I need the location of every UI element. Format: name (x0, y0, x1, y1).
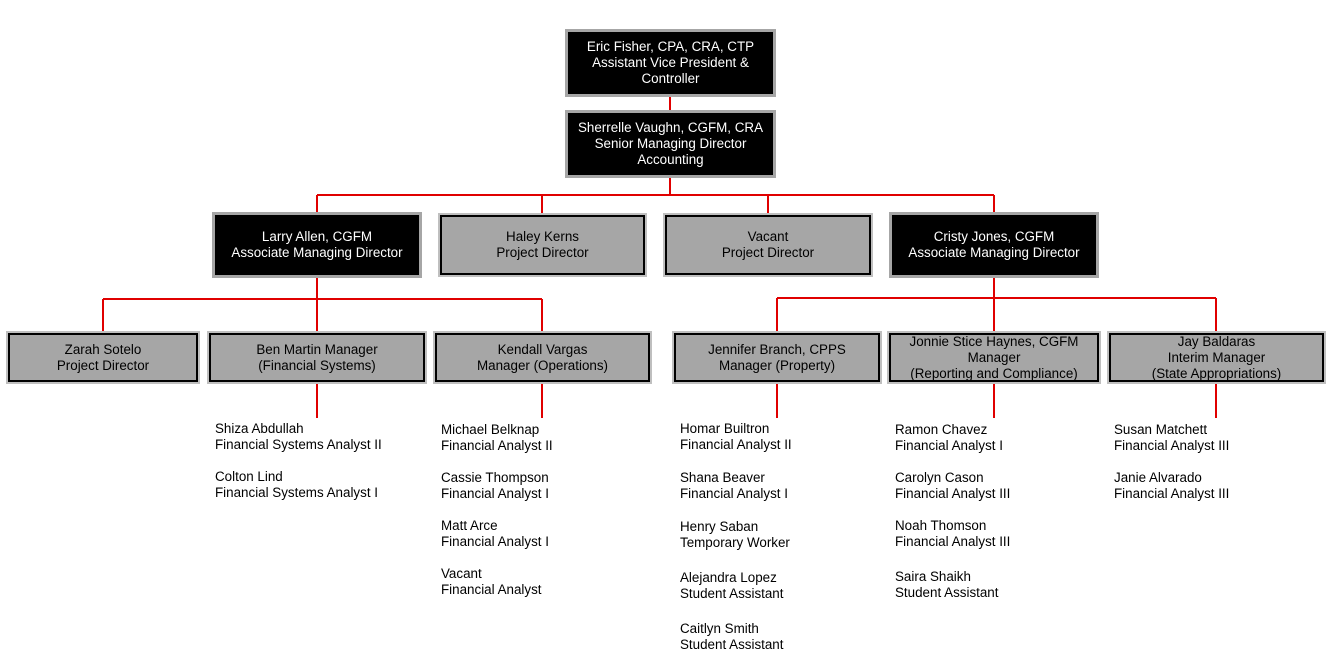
manager-line1: Jonnie Stice Haynes, CGFM (909, 333, 1079, 349)
staff-name: Saira Shaikh (895, 569, 971, 584)
staff-name: Alejandra Lopez (680, 570, 777, 585)
staff-list-state-appropriations: Susan Matchett Financial Analyst III Jan… (1114, 422, 1229, 518)
manager-line2: (Financial Systems) (258, 357, 376, 373)
staff-member: Caitlyn Smith Student Assistant (680, 621, 792, 653)
manager-line2: Project Director (56, 357, 150, 373)
director-box-vacant: Vacant Project Director (663, 213, 873, 277)
staff-name: Carolyn Cason (895, 470, 984, 485)
staff-name: Cassie Thompson (441, 470, 549, 485)
staff-member: Alejandra Lopez Student Assistant (680, 570, 792, 602)
controller-name: Eric Fisher, CPA, CRA, CTP (586, 39, 755, 54)
manager-line2: Manager (Operations) (477, 357, 608, 373)
controller-title-line1: Assistant Vice President & (592, 55, 749, 70)
staff-member: Shiza Abdullah Financial Systems Analyst… (215, 421, 382, 453)
director-title: Associate Managing Director (231, 245, 403, 260)
director-name: Haley Kerns (506, 229, 579, 244)
staff-list-reporting-compliance: Ramon Chavez Financial Analyst I Carolyn… (895, 422, 1010, 617)
staff-name: Ramon Chavez (895, 422, 988, 437)
staff-role: Financial Analyst I (441, 534, 549, 549)
staff-member: Matt Arce Financial Analyst I (441, 518, 553, 550)
manager-line1: Ben Martin Manager (256, 341, 378, 357)
controller-box: Eric Fisher, CPA, CRA, CTP Assistant Vic… (565, 29, 776, 97)
staff-member: Colton Lind Financial Systems Analyst I (215, 469, 382, 501)
manager-box-jennifer-branch: Jennifer Branch, CPPS Manager (Property) (672, 331, 882, 384)
staff-role: Financial Analyst I (441, 486, 549, 501)
staff-role: Student Assistant (895, 585, 999, 600)
director-title: Project Director (496, 245, 589, 260)
staff-member: Susan Matchett Financial Analyst III (1114, 422, 1229, 454)
staff-member: Michael Belknap Financial Analyst II (441, 422, 553, 454)
manager-line1: Kendall Vargas (497, 341, 588, 357)
staff-list-operations: Michael Belknap Financial Analyst II Cas… (441, 422, 553, 614)
manager-line2: Interim Manager (1167, 349, 1266, 365)
staff-role: Student Assistant (680, 637, 784, 652)
director-title: Project Director (721, 245, 815, 260)
staff-role: Financial Analyst III (895, 534, 1011, 549)
staff-role: Financial Analyst I (680, 486, 788, 501)
manager-line2: Manager (967, 349, 1021, 365)
manager-box-jay-baldaras: Jay Baldaras Interim Manager (State Appr… (1107, 331, 1326, 384)
manager-line1: Jennifer Branch, CPPS (708, 341, 846, 357)
manager-line3: (State Appropriations) (1151, 365, 1282, 381)
staff-member: Noah Thomson Financial Analyst III (895, 518, 1010, 550)
director-title: Associate Managing Director (908, 245, 1080, 260)
manager-line2: Manager (Property) (718, 357, 836, 373)
manager-line3: (Reporting and Compliance) (910, 365, 1078, 381)
staff-role: Financial Analyst II (441, 438, 553, 453)
director-name: Larry Allen, CGFM (261, 229, 373, 244)
senior-director-title: Senior Managing Director (594, 136, 747, 151)
director-name: Cristy Jones, CGFM (933, 229, 1055, 244)
staff-name: Colton Lind (215, 469, 283, 484)
manager-line1: Zarah Sotelo (64, 341, 142, 357)
staff-name: Noah Thomson (895, 518, 987, 533)
staff-name: Matt Arce (441, 518, 498, 533)
staff-role: Financial Systems Analyst II (215, 437, 382, 452)
staff-name: Janie Alvarado (1114, 470, 1202, 485)
staff-role: Temporary Worker (680, 535, 790, 550)
controller-title-line2: Controller (641, 71, 700, 86)
staff-name: Michael Belknap (441, 422, 540, 437)
staff-list-property: Homar Builtron Financial Analyst II Shan… (680, 421, 792, 669)
staff-role: Student Assistant (680, 586, 784, 601)
staff-role: Financial Analyst I (895, 438, 1003, 453)
senior-director-box: Sherrelle Vaughn, CGFM, CRA Senior Manag… (565, 110, 776, 178)
staff-name: Vacant (441, 566, 482, 581)
staff-member: Janie Alvarado Financial Analyst III (1114, 470, 1229, 502)
staff-list-financial-systems: Shiza Abdullah Financial Systems Analyst… (215, 421, 382, 517)
staff-member: Ramon Chavez Financial Analyst I (895, 422, 1010, 454)
staff-member: Saira Shaikh Student Assistant (895, 569, 1010, 601)
manager-box-zarah-sotelo: Zarah Sotelo Project Director (6, 331, 200, 384)
staff-role: Financial Analyst II (680, 437, 792, 452)
staff-role: Financial Systems Analyst I (215, 485, 378, 500)
staff-member: Henry Saban Temporary Worker (680, 519, 792, 551)
manager-line1: Jay Baldaras (1177, 333, 1256, 349)
staff-name: Henry Saban (680, 519, 759, 534)
director-box-cristy-jones: Cristy Jones, CGFM Associate Managing Di… (889, 212, 1099, 278)
senior-director-name: Sherrelle Vaughn, CGFM, CRA (577, 120, 764, 135)
manager-box-ben-martin: Ben Martin Manager (Financial Systems) (207, 331, 427, 384)
director-box-haley-kerns: Haley Kerns Project Director (438, 213, 647, 277)
staff-name: Shiza Abdullah (215, 421, 304, 436)
senior-director-dept: Accounting (637, 152, 704, 167)
staff-name: Homar Builtron (680, 421, 770, 436)
staff-role: Financial Analyst III (1114, 438, 1230, 453)
staff-name: Susan Matchett (1114, 422, 1208, 437)
staff-role: Financial Analyst (441, 582, 542, 597)
staff-member: Vacant Financial Analyst (441, 566, 553, 598)
staff-member: Cassie Thompson Financial Analyst I (441, 470, 553, 502)
director-box-larry-allen: Larry Allen, CGFM Associate Managing Dir… (212, 212, 422, 278)
staff-role: Financial Analyst III (1114, 486, 1230, 501)
staff-role: Financial Analyst III (895, 486, 1011, 501)
manager-box-kendall-vargas: Kendall Vargas Manager (Operations) (433, 331, 652, 384)
staff-member: Carolyn Cason Financial Analyst III (895, 470, 1010, 502)
staff-member: Homar Builtron Financial Analyst II (680, 421, 792, 453)
staff-member: Shana Beaver Financial Analyst I (680, 470, 792, 502)
director-name: Vacant (747, 229, 789, 244)
manager-box-jonnie-stice-haynes: Jonnie Stice Haynes, CGFM Manager (Repor… (887, 331, 1101, 384)
staff-name: Shana Beaver (680, 470, 765, 485)
staff-name: Caitlyn Smith (680, 621, 759, 636)
